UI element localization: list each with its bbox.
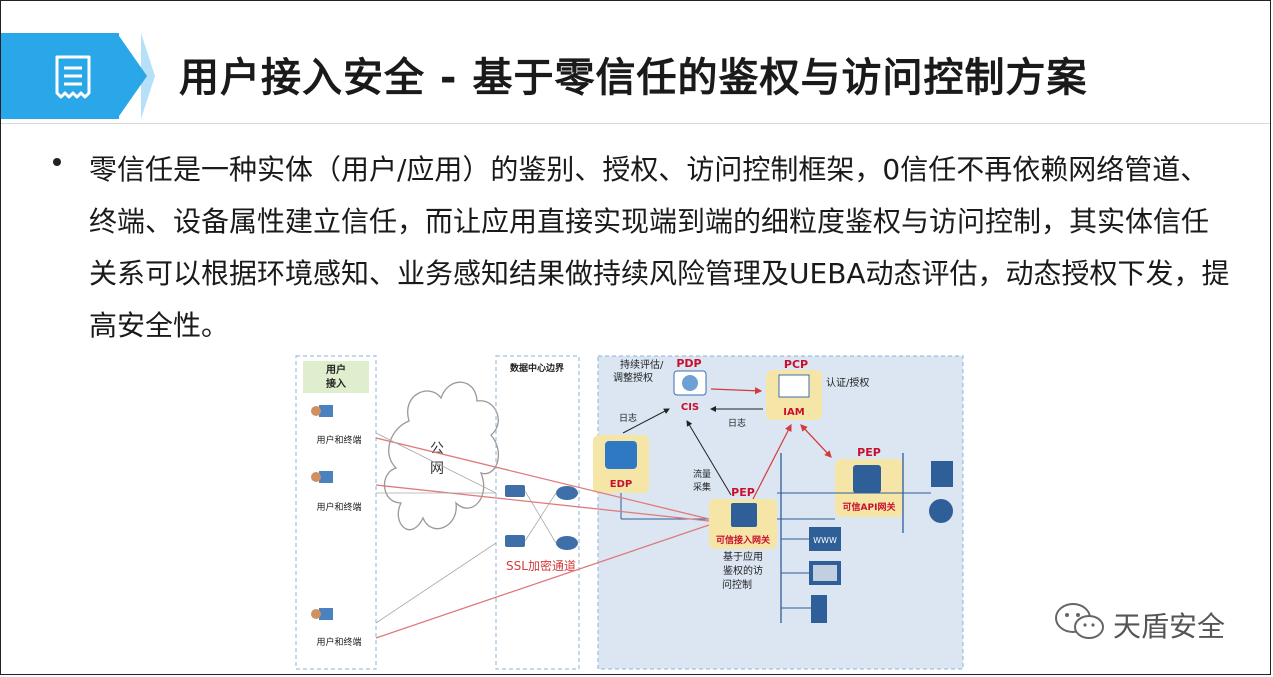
user-terminal-label-1: 用户和终端 [316, 434, 361, 446]
terminal-icon-2 [311, 471, 333, 483]
pdp-note-line1: 持续评估/ [620, 358, 664, 371]
border-switch-icon-1 [505, 485, 525, 497]
pdp-note-line2: 调整授权 [613, 371, 653, 384]
server-tower-icon [811, 595, 827, 623]
database-icon [929, 499, 953, 523]
user-zone-header [303, 361, 369, 393]
dc-border-zone [495, 355, 580, 670]
log-label-1: 日志 [619, 412, 637, 424]
cloud-label-line1: 公 [430, 441, 444, 457]
user-zone-label-line1: 用户 [325, 363, 346, 376]
pep-gateway-note-line2: 鉴权的访 [723, 564, 763, 577]
iam-window-icon [778, 374, 810, 398]
api-gateway-icon [853, 465, 881, 493]
border-router-icon-2 [556, 536, 578, 550]
user-zone-label-line2: 接入 [326, 377, 346, 390]
ssl-tunnel-label: SSL加密通道 [506, 558, 576, 573]
flow-label-line2: 采集 [693, 481, 711, 493]
web-server-icon [809, 527, 841, 551]
log-label-2: 日志 [728, 417, 746, 429]
bullet-text: 零信任是一种实体（用户/应用）的鉴别、授权、访问控制框架，0信任不再依赖网络管道… [89, 153, 1230, 342]
document-icon [55, 55, 91, 99]
page-title: 用户接入安全 - 基于零信任的鉴权与访问控制方案 [179, 55, 1088, 101]
pcp-name: IAM [783, 407, 804, 418]
watermark-text: 天盾安全 [1113, 610, 1226, 643]
terminal-icon-3 [311, 608, 333, 620]
title-tab [1, 33, 119, 119]
border-router-icon-1 [556, 486, 578, 500]
pep-api-tag: PEP [857, 446, 881, 459]
pdp-name: CIS [681, 402, 699, 413]
border-switch-icon-2 [505, 535, 525, 547]
bullet-list: 零信任是一种实体（用户/应用）的鉴别、授权、访问控制框架，0信任不再依赖网络管道… [53, 144, 1233, 352]
watermark: 天盾安全 [1053, 601, 1225, 645]
slide-header: 用户接入安全 - 基于零信任的鉴权与访问控制方案 [1, 31, 1270, 124]
shield-icon [605, 441, 637, 469]
zero-trust-diagram: 用户 接入 用户和终端 用户和终端 用户和终端 公 网 数据中心边界 SSL加密… [295, 355, 964, 670]
edp-name: EDP [610, 479, 632, 490]
user-terminal-label-2: 用户和终端 [316, 501, 361, 513]
pep-gateway-note-line3: 问控制 [722, 578, 752, 591]
gateway-icon [731, 503, 757, 527]
title-arrow-shadow [141, 33, 155, 119]
user-terminal-label-3: 用户和终端 [316, 636, 361, 648]
app-server-icon [931, 461, 953, 487]
pep-gateway-tag: PEP [731, 486, 755, 499]
pep-gateway-note-line1: 基于应用 [723, 550, 763, 563]
pep-api-name: 可信API网关 [843, 501, 896, 513]
dc-border-label: 数据中心边界 [510, 362, 564, 374]
radar-icon [682, 375, 698, 391]
pcp-tag: PCP [784, 358, 808, 371]
wechat-icon [1055, 603, 1104, 639]
pep-gateway-name: 可信接入网关 [716, 534, 770, 546]
pcp-note: 认证/授权 [826, 376, 869, 389]
pdp-tag: PDP [676, 357, 701, 370]
web-server-label: WWW [813, 536, 837, 545]
title-arrow [117, 33, 147, 119]
bullet-marker [53, 158, 61, 166]
terminal-icon-1 [311, 405, 333, 417]
flow-label-line1: 流量 [693, 468, 711, 480]
